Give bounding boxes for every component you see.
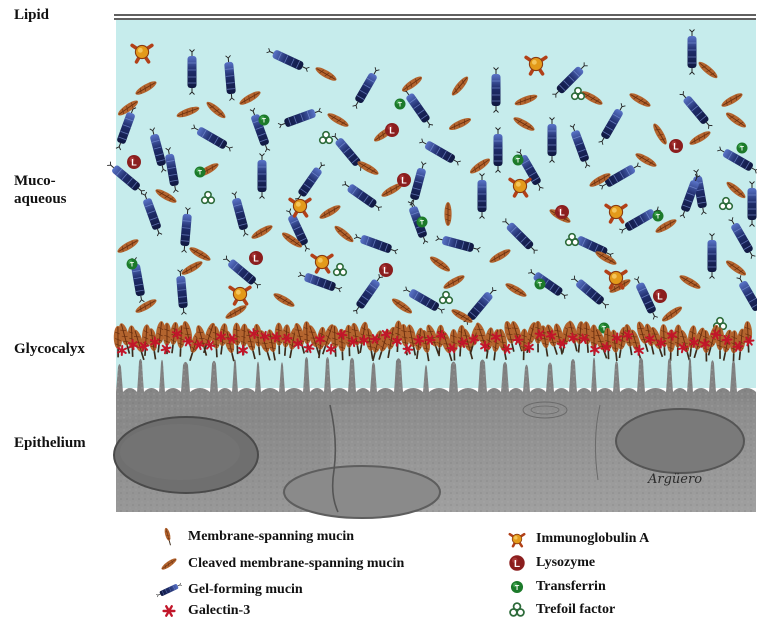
legend-galectin-3: Galectin-3	[156, 601, 250, 621]
cell-nucleus	[284, 466, 440, 518]
lysozyme	[379, 263, 393, 277]
layer-label-lipid: Lipid	[14, 6, 49, 24]
legend-cleaved-membrane-spanning-mucin: Cleaved membrane-spanning mucin	[156, 554, 404, 574]
layer-label-glycocalyx: Glycocalyx	[14, 340, 85, 358]
transferrin	[395, 99, 406, 110]
cell-nucleus	[616, 409, 744, 473]
immunoglobulin-a-icon	[504, 529, 530, 549]
lysozyme	[653, 289, 667, 303]
transferrin	[417, 217, 428, 228]
legend-label: Trefoil factor	[536, 602, 615, 618]
transferrin	[653, 211, 664, 222]
cleaved-mucin	[444, 202, 451, 226]
lysozyme	[669, 139, 683, 153]
legend-label: Gel-forming mucin	[188, 582, 303, 598]
transferrin	[195, 167, 206, 178]
membrane-spanning-mucin-icon	[156, 527, 182, 547]
legend-trefoil-factor: Trefoil factor	[504, 600, 615, 620]
transferrin-icon	[504, 577, 530, 597]
legend-label: Transferrin	[536, 579, 606, 595]
transferrin	[259, 115, 270, 126]
legend-label: Immunoglobulin A	[536, 531, 649, 547]
transferrin	[535, 279, 546, 290]
lysozyme	[555, 205, 569, 219]
lysozyme	[127, 155, 141, 169]
lysozyme	[385, 123, 399, 137]
layer-label-muco-aqueous-line1: Muco-	[14, 172, 67, 190]
gel-forming-mucin-icon	[156, 580, 182, 600]
transferrin	[127, 259, 138, 270]
galectin-3-icon	[156, 601, 182, 621]
legend-label: Membrane-spanning mucin	[188, 529, 354, 545]
trefoil-factor-icon	[504, 600, 530, 620]
artist-signature: Argüero	[648, 472, 702, 487]
lysozyme	[249, 251, 263, 265]
legend-label: Lysozyme	[536, 555, 595, 571]
legend-label: Cleaved membrane-spanning mucin	[188, 556, 404, 572]
transferrin	[513, 155, 524, 166]
layer-label-muco-aqueous-line2: aqueous	[14, 190, 67, 208]
layer-label-muco-aqueous: Muco- aqueous	[14, 172, 67, 208]
transferrin	[737, 143, 748, 154]
legend-label: Galectin-3	[188, 603, 250, 619]
legend-immunoglobulin-a: Immunoglobulin A	[504, 529, 649, 549]
legend-gel-forming-mucin: Gel-forming mucin	[156, 580, 303, 600]
legend-transferrin: Transferrin	[504, 577, 606, 597]
legend-membrane-spanning-mucin: Membrane-spanning mucin	[156, 527, 354, 547]
legend-lysozyme: Lysozyme	[504, 553, 595, 573]
lysozyme-icon	[504, 553, 530, 573]
cleaved-membrane-spanning-mucin-icon	[156, 554, 182, 574]
lysozyme	[397, 173, 411, 187]
layer-label-epithelium: Epithelium	[14, 434, 86, 452]
